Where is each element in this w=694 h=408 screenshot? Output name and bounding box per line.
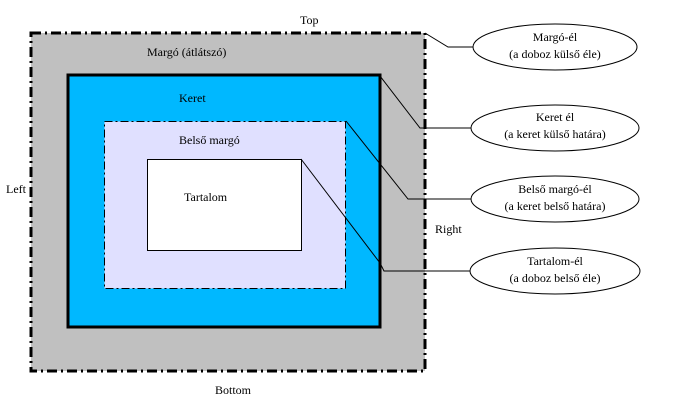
callout-title: Keret él <box>535 110 575 124</box>
callout-ellipse-padding-edge <box>470 175 640 223</box>
callout-border-edge: Keret él (a keret külső határa) <box>475 109 635 143</box>
callout-title: Margó-él <box>532 30 578 44</box>
label-top: Top <box>300 13 319 27</box>
callout-padding-edge: Belső margó-él (a keret belső határa) <box>475 181 635 215</box>
label-left: Left <box>6 182 26 196</box>
callout-title: Tartalom-él <box>527 254 583 268</box>
content-box <box>147 159 302 251</box>
callout-ellipse-margin-edge <box>472 23 638 71</box>
connector-border-edge <box>379 75 473 129</box>
label-bottom: Bottom <box>215 383 252 397</box>
callout-margin-edge: Margó-él (a doboz külső éle) <box>475 29 635 63</box>
connector-padding-edge <box>345 120 473 200</box>
content-label: Tartalom <box>184 190 228 204</box>
callout-subtitle: (a keret belső határa) <box>504 199 606 213</box>
border-label: Keret <box>179 91 206 105</box>
connector-margin-edge <box>424 32 473 48</box>
callout-subtitle: (a doboz belső éle) <box>509 271 601 285</box>
callout-subtitle: (a keret külső határa) <box>504 127 606 141</box>
connector-content-edge <box>300 158 470 272</box>
callout-title: Belső margó-él <box>518 182 592 196</box>
callout-ellipse-border-edge <box>470 104 640 152</box>
callout-subtitle: (a doboz külső éle) <box>509 47 601 61</box>
margin-label: Margó (átlátszó) <box>147 45 227 59</box>
callout-ellipse-content-edge <box>469 247 641 295</box>
label-right: Right <box>435 222 462 236</box>
padding-label: Belső margó <box>179 133 240 147</box>
callout-content-edge: Tartalom-él (a doboz belső éle) <box>475 253 635 287</box>
